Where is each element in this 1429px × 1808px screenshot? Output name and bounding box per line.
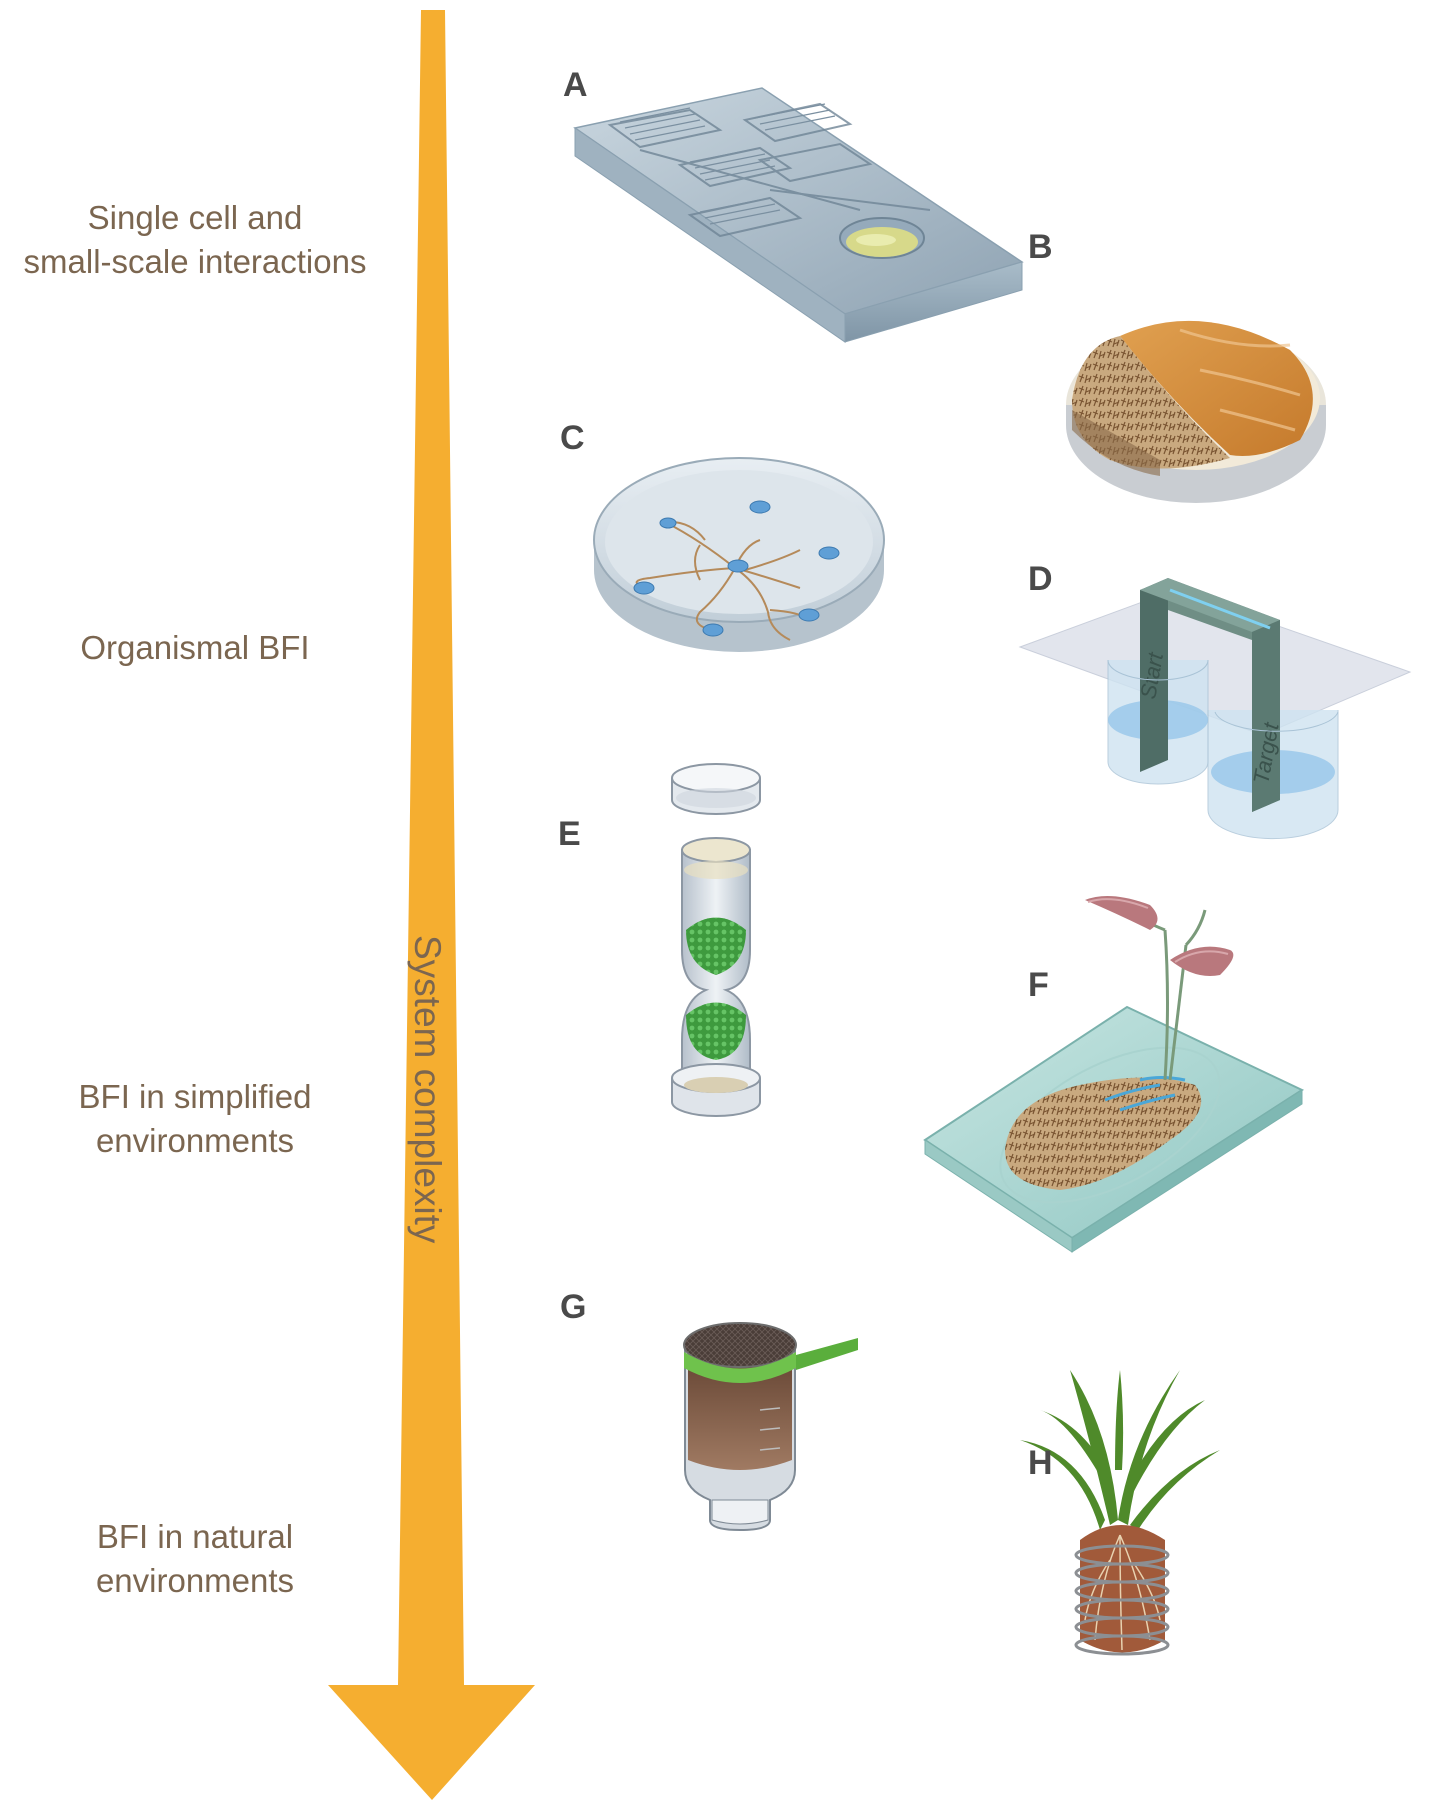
level-label-organismal: Organismal BFI	[80, 629, 310, 666]
panel-letter-h: H	[1028, 1444, 1053, 1482]
panel-g-soil-jar	[683, 1322, 858, 1532]
axis-label: System complexity	[407, 935, 448, 1244]
panel-letter-c: C	[560, 419, 585, 457]
complexity-arrow	[328, 10, 535, 1800]
panel-letter-g: G	[560, 1288, 587, 1326]
panel-e-column	[671, 763, 761, 1117]
panel-d-bridge-setup: Start Target	[1018, 578, 1412, 840]
panel-f-tray-plant	[923, 896, 1305, 1253]
panel-a-microfluidic-chip	[573, 87, 1024, 343]
panel-letter-d: D	[1028, 560, 1053, 598]
level-label-single-cell: Single cell and small-scale interactions	[23, 199, 367, 280]
panel-letter-f: F	[1028, 966, 1049, 1004]
level-label-simplified: BFI in simplified environments	[78, 1078, 312, 1159]
panel-letter-e: E	[558, 815, 581, 853]
panel-c-dish-with-hyphae	[593, 457, 885, 652]
level-label-natural: BFI in natural environments	[95, 1518, 295, 1599]
panel-h-potted-plant	[1020, 1370, 1220, 1656]
panel-letter-a: A	[563, 66, 588, 104]
panel-b-petri-dish	[1066, 320, 1326, 503]
arrow-shape	[328, 10, 535, 1800]
panel-letter-b: B	[1028, 228, 1053, 266]
